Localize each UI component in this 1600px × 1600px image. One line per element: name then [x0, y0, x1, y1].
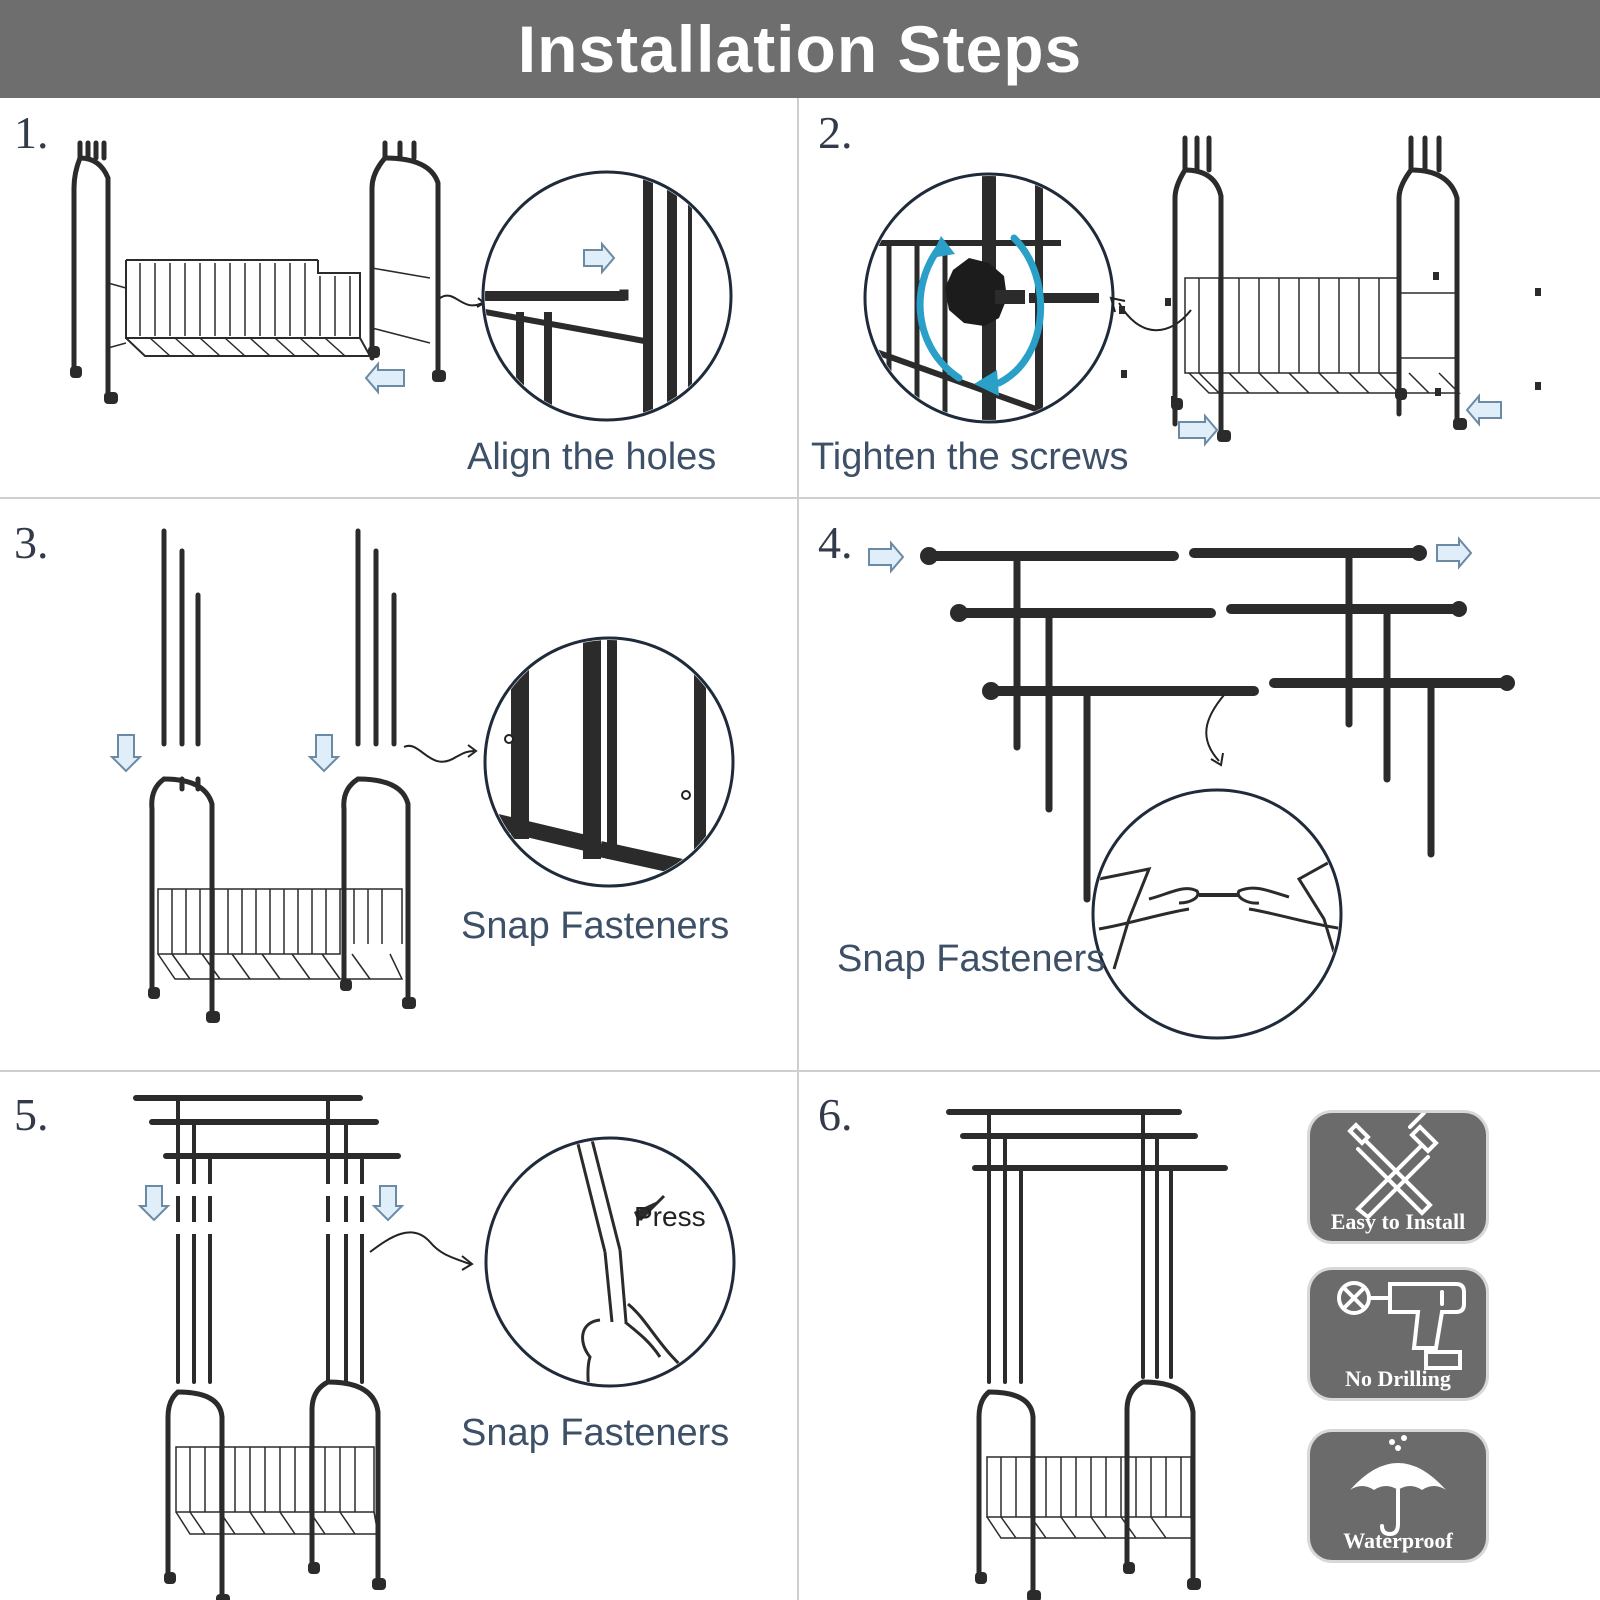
step-1-illustration: [70, 140, 733, 422]
header-bar: Installation Steps: [0, 0, 1600, 98]
page-title: Installation Steps: [517, 12, 1083, 86]
badge-easy-to-install: Easy to Install: [1310, 1113, 1486, 1241]
step-5-illustration: [133, 1095, 736, 1600]
divider-vertical: [797, 98, 799, 1600]
step-2-illustration: [863, 135, 1541, 447]
zoom-circle: [481, 170, 733, 422]
step-6-illustration: [946, 1109, 1228, 1600]
badge-label: No Drilling: [1345, 1366, 1451, 1391]
step-caption: Snap Fasteners: [461, 1412, 730, 1454]
step-caption: Snap Fasteners: [461, 905, 730, 947]
no-drill-icon: [1337, 1281, 1466, 1370]
badge-no-drilling: No Drilling: [1310, 1270, 1486, 1398]
umbrella-icon: [1350, 1435, 1446, 1537]
step-caption: Align the holes: [467, 436, 717, 478]
step-caption: Snap Fasteners: [837, 938, 1106, 980]
step-number: 5.: [14, 1089, 49, 1140]
knob-screw-icon: [945, 258, 1025, 326]
press-label: Press: [634, 1201, 706, 1232]
step-number: 2.: [818, 107, 853, 158]
badge-label: Easy to Install: [1330, 1209, 1466, 1234]
divider-horizontal-1: [0, 497, 1600, 499]
step-4-illustration: [868, 536, 1515, 1040]
rotate-arrow-icon: [916, 234, 1045, 387]
step-number: 3.: [14, 517, 49, 568]
step-number: 1.: [14, 107, 49, 158]
step-caption: Tighten the screws: [811, 436, 1129, 478]
badge-label: Waterproof: [1343, 1528, 1453, 1553]
divider-horizontal-2: [0, 1070, 1600, 1072]
tools-icon: [1347, 1113, 1439, 1220]
step-3-illustration: [109, 528, 735, 1023]
direction-arrow-icon: [364, 361, 405, 395]
down-arrow-icon: [109, 734, 341, 773]
step-number: 6.: [818, 1089, 853, 1140]
badge-waterproof: Waterproof: [1310, 1432, 1486, 1560]
step-number: 4.: [818, 517, 853, 568]
